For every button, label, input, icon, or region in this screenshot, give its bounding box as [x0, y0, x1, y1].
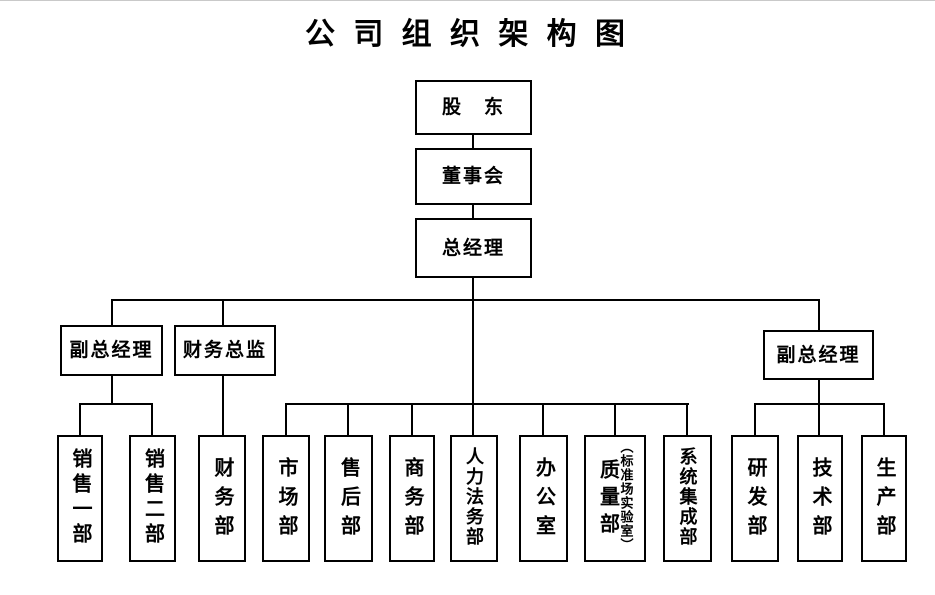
connector-drop-production — [883, 405, 885, 435]
connector-drop-quality — [614, 405, 616, 435]
node-marketing-dept-label: 市场部 — [275, 456, 297, 544]
node-rnd-dept-label: 研发部 — [744, 456, 766, 544]
node-marketing-dept: 市场部 — [262, 435, 310, 562]
node-technology-dept-label: 技术部 — [809, 456, 831, 544]
node-shareholders-label: 股 东 — [441, 97, 505, 118]
connector-shareholders-board — [472, 135, 474, 148]
node-production-dept-label: 生产部 — [873, 456, 895, 544]
node-rnd-dept: 研发部 — [731, 435, 779, 562]
node-deputy-gm-right-label: 副总经理 — [776, 344, 861, 366]
node-commerce-dept-label: 商务部 — [401, 456, 423, 544]
node-commerce-dept: 商务部 — [389, 435, 435, 562]
connector-drop-office — [542, 405, 544, 435]
node-production-dept: 生产部 — [861, 435, 907, 562]
node-hr-legal-dept: 人力法务部 — [450, 435, 498, 562]
node-general-manager-label: 总经理 — [441, 237, 505, 259]
node-deputy-gm-left: 副总经理 — [60, 325, 163, 376]
connector-drop-deputy-left — [111, 301, 113, 325]
node-aftersales-dept-label: 售后部 — [337, 456, 360, 544]
node-shareholders: 股 东 — [415, 80, 532, 135]
connector-drop-aftersales — [347, 405, 349, 435]
connector-central-subtrunk — [285, 403, 689, 405]
node-aftersales-dept: 售后部 — [324, 435, 373, 562]
connector-drop-deputy-right — [818, 301, 820, 330]
connector-cfo-finance — [222, 376, 224, 435]
node-cfo: 财务总监 — [174, 325, 276, 376]
node-general-manager: 总经理 — [415, 218, 532, 278]
connector-deputy-left-down — [111, 376, 113, 405]
node-technology-dept: 技术部 — [797, 435, 843, 562]
connector-drop-commerce — [411, 405, 413, 435]
screenshot-top-edge — [0, 0, 935, 1]
node-office: 办公室 — [519, 435, 568, 562]
node-quality-dept-label: 质量部 — [596, 458, 619, 540]
node-finance-dept: 财务部 — [198, 435, 246, 562]
node-cfo-label: 财务总监 — [182, 340, 267, 361]
node-deputy-gm-right: 副总经理 — [763, 330, 874, 380]
connector-right-subtrunk — [754, 403, 885, 405]
node-sales-dept-2-label: 销售二部 — [141, 448, 164, 548]
connector-drop-cfo — [222, 301, 224, 325]
connector-sales-subtrunk — [79, 403, 153, 405]
node-sales-dept-2: 销售二部 — [129, 435, 176, 562]
connector-drop-sales2 — [151, 405, 153, 435]
connector-board-gm — [472, 205, 474, 218]
node-deputy-gm-left-label: 副总经理 — [69, 340, 154, 361]
connector-drop-sales1 — [79, 405, 81, 435]
connector-level2-trunk — [111, 299, 820, 301]
node-quality-dept: 质量部 （标准场实验室） — [584, 435, 646, 562]
connector-drop-rnd — [754, 405, 756, 435]
node-office-label: 办公室 — [532, 456, 555, 544]
connector-deputy-right-tech-spine — [818, 379, 820, 435]
node-finance-dept-label: 财务部 — [211, 456, 233, 544]
node-sales-dept-1-label: 销售一部 — [69, 448, 91, 548]
node-quality-dept-note: （标准场实验室） — [618, 440, 634, 552]
node-system-integration-dept-label: 系统集成部 — [677, 446, 698, 547]
node-board: 董事会 — [415, 148, 532, 205]
connector-drop-marketing — [285, 405, 287, 435]
connector-drop-system-integration — [686, 405, 688, 435]
node-hr-legal-dept-label: 人力法务部 — [464, 446, 484, 547]
chart-title: 公 司 组 织 架 构 图 — [304, 18, 630, 51]
node-board-label: 董事会 — [441, 166, 505, 187]
node-system-integration-dept: 系统集成部 — [663, 435, 712, 562]
node-sales-dept-1: 销售一部 — [57, 435, 103, 562]
connector-gm-central-spine — [472, 278, 474, 435]
